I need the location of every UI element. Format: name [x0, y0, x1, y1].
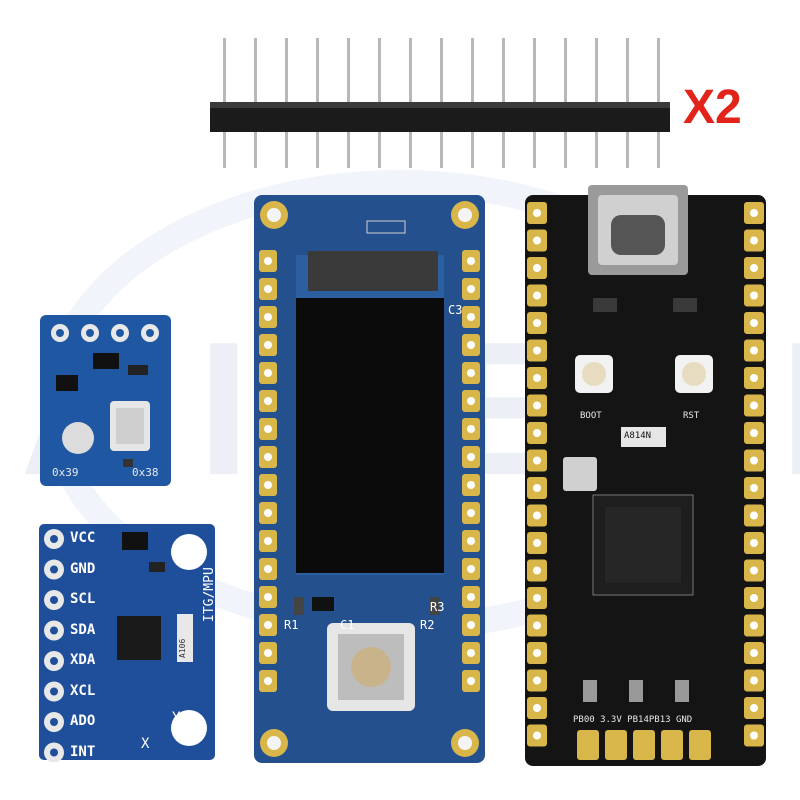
barometer-module: 0x39 0x38 — [38, 313, 173, 488]
pin-header — [210, 38, 670, 168]
gyro-pin-label: SCL — [70, 591, 96, 607]
gyro-pin-label: XCL — [70, 682, 96, 699]
gyro-pin-label: INT — [70, 743, 96, 760]
board-label: ITG/MPU — [202, 567, 217, 622]
c3-label: C3 — [448, 303, 463, 317]
crystal-label: A814N — [624, 431, 652, 441]
r3-label: R3 — [430, 600, 445, 614]
addr-label-right: 0x38 — [132, 466, 159, 479]
chip-label: A106 — [178, 638, 187, 658]
r1-label: R1 — [284, 618, 299, 632]
display-board: R1 C1 R2 R3 C3 — [252, 193, 487, 765]
gyro-pin-label: VCC — [70, 530, 96, 546]
mcu-board: BOOT RST A814N PB00 3.3V PB14PB13 GND — [523, 185, 768, 768]
gyro-pin-label: ADO — [70, 713, 96, 729]
r2-label: R2 — [420, 618, 435, 632]
rst-label: RST — [683, 411, 700, 421]
gyro-pin-label: SDA — [70, 621, 96, 638]
axis-y-label: Y — [172, 710, 181, 726]
addr-label-left: 0x39 — [52, 466, 79, 479]
boot-label: BOOT — [580, 411, 602, 421]
gyro-pin-label: GND — [70, 560, 96, 577]
axis-x-label: X — [141, 736, 150, 752]
quantity-label: X2 — [683, 81, 742, 134]
gyro-pin-label: XDA — [70, 652, 96, 668]
bottom-pin-labels: PB00 3.3V PB14PB13 GND — [573, 715, 693, 725]
c1-label: C1 — [340, 618, 355, 632]
